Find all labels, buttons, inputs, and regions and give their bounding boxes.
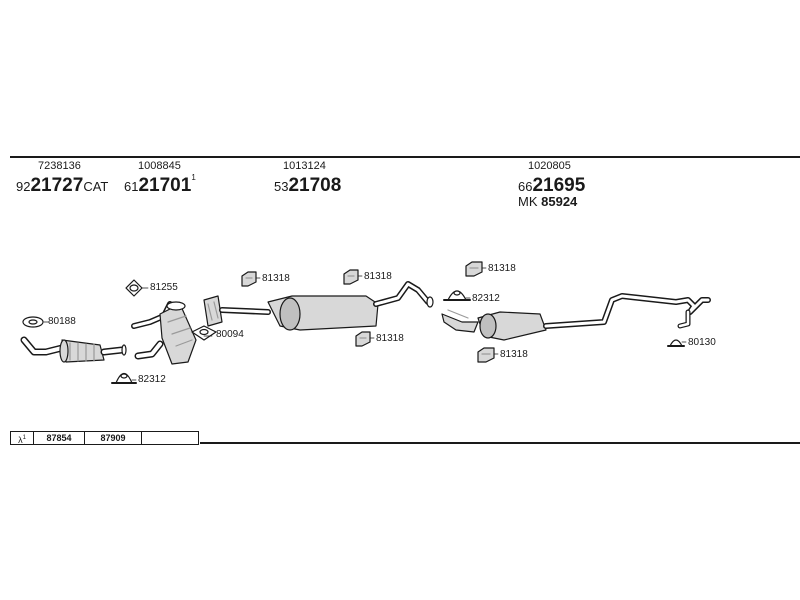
rear-silencer-icon bbox=[441, 293, 711, 341]
header-ref-4-code: 6621695 bbox=[518, 176, 585, 195]
header-ref-1-small: 7238136 bbox=[38, 160, 81, 172]
header-ref-4-small: 1020805 bbox=[528, 160, 571, 172]
footer-table: λ1 87854 87909 bbox=[10, 431, 199, 445]
header-ref-4-prefix: 66 bbox=[518, 179, 533, 194]
part-label-80130: 80130 bbox=[688, 337, 716, 348]
part-label-81255: 81255 bbox=[150, 282, 178, 293]
leader-lines bbox=[43, 267, 687, 381]
part-label-81318-e: 81318 bbox=[500, 349, 528, 360]
footer-cell-1: 87854 bbox=[34, 432, 85, 444]
footer-symbol-cell: λ1 bbox=[11, 432, 34, 445]
middle-silencer-icon bbox=[219, 281, 434, 331]
header-ref-3-small: 1013124 bbox=[283, 160, 326, 172]
hanger-80130-icon bbox=[667, 339, 685, 347]
part-label-81318-d: 81318 bbox=[488, 263, 516, 274]
gasket-81255-icon bbox=[125, 279, 143, 297]
mk-prefix: MK bbox=[518, 194, 538, 209]
part-label-81318-c: 81318 bbox=[376, 333, 404, 344]
header-ref-1-main: 21727 bbox=[30, 175, 84, 196]
header-ref-1-prefix: 92 bbox=[16, 179, 31, 194]
part-label-82312-left: 82312 bbox=[138, 374, 166, 385]
lambda-superscript: 1 bbox=[22, 435, 26, 441]
gasket-80188-icon bbox=[22, 316, 44, 328]
rubber-hanger-81318-b-icon bbox=[343, 269, 359, 285]
footer-cell-2: 87909 bbox=[85, 432, 142, 444]
rubber-mount-icon bbox=[203, 295, 223, 327]
header-ref-2-small: 1008845 bbox=[138, 160, 181, 172]
header-ref-1-code: 9221727CAT bbox=[16, 176, 108, 195]
header-ref-3-code: 5321708 bbox=[274, 176, 341, 195]
top-divider bbox=[10, 156, 800, 158]
part-label-80094: 80094 bbox=[216, 329, 244, 340]
clamp-82312-left-icon bbox=[111, 372, 137, 384]
lambda-symbol: λ bbox=[18, 435, 23, 445]
gasket-80094-icon bbox=[191, 325, 217, 341]
rubber-hanger-81318-e-icon bbox=[477, 347, 495, 363]
rubber-hanger-81318-c-icon bbox=[355, 331, 371, 347]
footer-cell-3 bbox=[142, 432, 198, 444]
part-label-82312-right: 82312 bbox=[472, 293, 500, 304]
header-ref-2-prefix: 61 bbox=[124, 179, 139, 194]
header-ref-1-suffix: CAT bbox=[83, 179, 109, 194]
rubber-hanger-81318-d-icon bbox=[465, 261, 483, 277]
header-ref-3-main: 21708 bbox=[288, 175, 342, 196]
part-label-81318-b: 81318 bbox=[364, 271, 392, 282]
clamp-82312-right-icon bbox=[443, 290, 471, 301]
part-label-80188: 80188 bbox=[48, 316, 76, 327]
intermediate-pipe-icon bbox=[131, 301, 197, 365]
bottom-divider bbox=[200, 442, 800, 444]
rubber-hanger-81318-a-icon bbox=[241, 271, 257, 287]
part-label-81318-a: 81318 bbox=[262, 273, 290, 284]
catalytic-converter-icon bbox=[20, 336, 127, 363]
header-ref-2-main: 21701 bbox=[138, 175, 192, 196]
header-ref-2-superscript: 1 bbox=[191, 173, 196, 182]
header-ref-2-code: 61217011 bbox=[124, 173, 196, 196]
header-ref-4-main: 21695 bbox=[532, 175, 586, 196]
mk-number: 85924 bbox=[541, 194, 578, 209]
mk-reference: MK 85924 bbox=[518, 194, 577, 209]
header-ref-3-prefix: 53 bbox=[274, 179, 289, 194]
